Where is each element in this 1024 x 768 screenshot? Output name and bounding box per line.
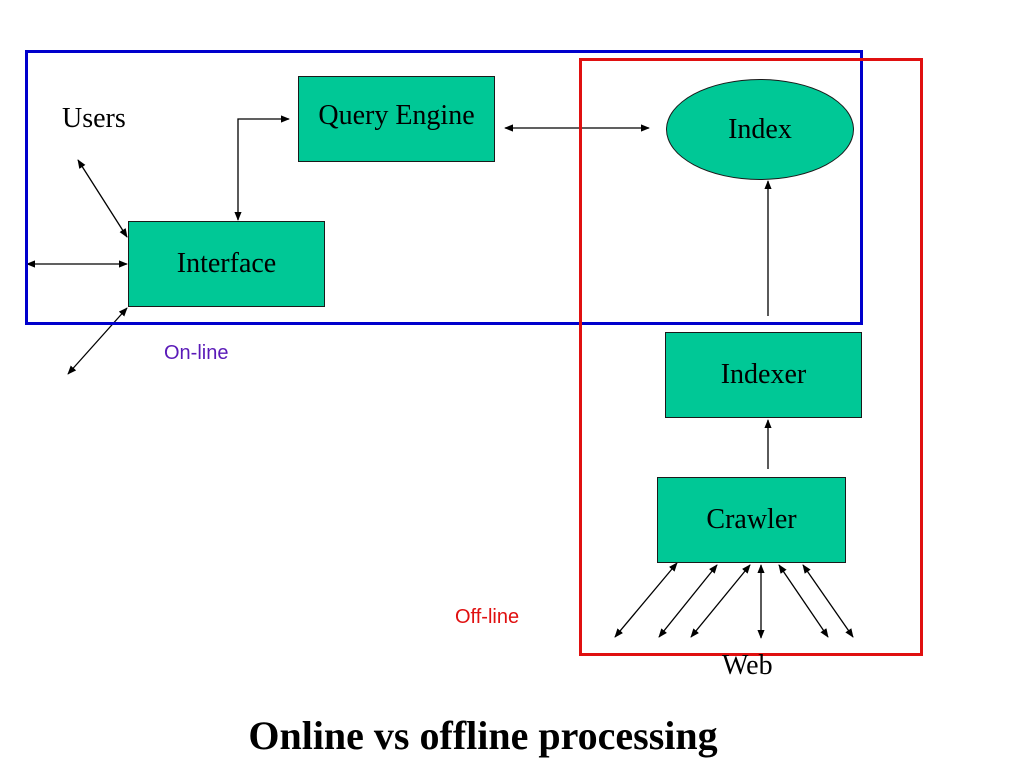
slide-title: Online vs offline processing <box>248 713 718 758</box>
query-engine-node: Query Engine <box>298 76 495 162</box>
crawler-label: Crawler <box>706 504 797 535</box>
user-arrow-lower <box>67 307 128 375</box>
user-arrow-upper <box>77 159 128 238</box>
indexer-node: Indexer <box>665 332 862 418</box>
interface-label: Interface <box>176 248 277 279</box>
offline-region <box>579 58 923 656</box>
web-crawler-arrow-6 <box>802 564 854 638</box>
index-node: Index <box>666 79 854 180</box>
interface-query-engine-arrow <box>234 115 290 221</box>
indexer-label: Indexer <box>720 359 807 390</box>
web-label: Web <box>722 650 773 681</box>
online-region <box>25 50 863 325</box>
index-label: Index <box>728 113 792 145</box>
web-crawler-arrow-3 <box>690 564 751 638</box>
users-label: Users <box>62 103 126 134</box>
crawler-node: Crawler <box>657 477 846 563</box>
online-region-label: On-line <box>164 342 229 364</box>
offline-region-label: Off-line <box>455 606 520 628</box>
interface-node: Interface <box>128 221 325 307</box>
query-engine-label: Query Engine <box>318 100 475 131</box>
